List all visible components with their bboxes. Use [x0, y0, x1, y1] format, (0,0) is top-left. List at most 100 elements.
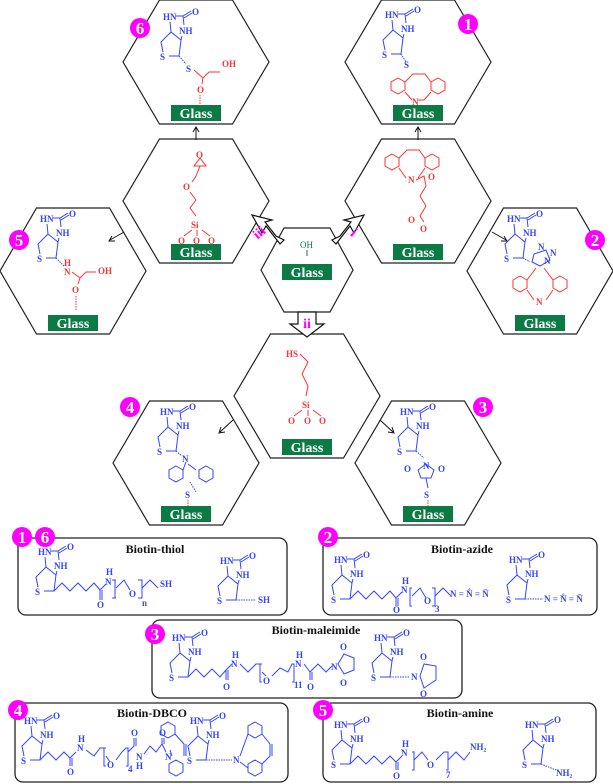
atom-o: O: [420, 689, 427, 699]
hex-6-biotin-thioether: S OH O: [159, 6, 236, 105]
atom-o: O: [223, 682, 230, 692]
atom-n: N: [411, 672, 418, 682]
number-badges: 6 1 5 2 4 3 1 6 2 3 4 5: [8, 14, 605, 720]
glass-label: Glass: [48, 315, 98, 332]
reagent-arrow-ii: ii: [288, 311, 326, 338]
hex-3-biotin-maleimide-adduct: N O O S: [396, 401, 445, 508]
glass-text: Glass: [412, 508, 445, 523]
box-title: Biotin-DBCO: [117, 706, 187, 720]
subscript-n: n: [142, 598, 147, 608]
atom-h: H: [402, 739, 409, 749]
atom-o: O: [408, 215, 415, 225]
atom-o: O: [107, 760, 114, 770]
glass-text: Glass: [57, 317, 90, 332]
glass-label: Glass: [282, 264, 332, 281]
reaction-arrows: [108, 126, 508, 434]
atom-o: O: [424, 596, 431, 606]
box-biotin-azide: Biotin-azide O H N O 3 N = N̊ = N̄ N = N…: [322, 537, 598, 616]
glass-text: Glass: [180, 246, 213, 261]
atom-n: N: [105, 577, 112, 587]
atom-oh: OH: [222, 59, 236, 69]
glass-text: Glass: [524, 317, 557, 332]
atom-o: O: [196, 150, 203, 160]
box-title: Biotin-azide: [431, 542, 494, 556]
atom-n: N: [64, 267, 71, 277]
atom-o: O: [178, 236, 185, 246]
atom-o: O: [340, 678, 347, 688]
glass-text: Glass: [180, 107, 213, 122]
box-title: Biotin-amine: [427, 706, 494, 720]
subscript-4: 4: [128, 764, 133, 774]
atom-s: S: [424, 490, 429, 500]
atom-h: H: [78, 734, 85, 744]
atom-s: S: [404, 60, 409, 70]
hex-dbco-ester: N O O O: [384, 149, 440, 234]
atom-n: N: [544, 256, 551, 266]
box-biotin-amine: Biotin-amine O H N O 7 NH₂ NH₂: [322, 702, 597, 783]
box-biotin-thiol: Biotin-thiol O H N O n SH SH: [17, 537, 288, 616]
reagent-arrow-iii: iii: [250, 214, 286, 245]
badge-6: 6: [41, 528, 50, 547]
atom-n: N: [165, 752, 172, 762]
box-biotin-dbco: Biotin-DBCO O H N O 4 O N H O N N: [14, 702, 289, 783]
glass-label: Glass: [171, 244, 221, 261]
atom-si: Si: [302, 400, 310, 410]
hex-thiol-silane-frame: [233, 333, 381, 459]
glass-text: Glass: [402, 107, 435, 122]
atom-o: O: [193, 236, 200, 246]
glass-text: Glass: [170, 508, 203, 523]
azide-group: N = N̊ = N̄: [544, 594, 583, 604]
atom-n: N: [550, 248, 557, 258]
glass-label: Glass: [161, 506, 211, 523]
badge-5: 5: [319, 701, 328, 720]
atom-o: O: [393, 605, 400, 615]
atom-o: O: [67, 767, 74, 777]
atom-o: O: [129, 589, 136, 599]
atom-n: N: [536, 297, 543, 307]
glass-text: Glass: [402, 246, 435, 261]
atom-h: H: [136, 761, 143, 771]
glass-label: Glass: [515, 315, 565, 332]
atom-o: O: [427, 760, 434, 770]
atom-n: N: [331, 662, 338, 672]
atom-o: O: [159, 728, 166, 738]
subscript-3: 3: [435, 604, 440, 614]
badge-4: 4: [14, 701, 23, 720]
badge-3: 3: [479, 398, 488, 417]
hex-2-frame: [466, 207, 613, 335]
atom-s: S: [186, 64, 191, 74]
atom-si: Si: [191, 220, 199, 230]
hexagon-frames: [0, 0, 613, 526]
atom-h: H: [106, 567, 113, 577]
hex-3-frame: [354, 400, 502, 526]
center-glass-oh: OH: [300, 240, 313, 256]
badge-1: 1: [18, 528, 27, 547]
hex-thiol-silane: HS Si O O O: [286, 349, 326, 426]
atom-o: O: [420, 652, 427, 662]
badge-2: 2: [324, 528, 333, 547]
glass-label: Glass: [403, 506, 453, 523]
atom-o: O: [304, 416, 311, 426]
atom-n: N: [231, 659, 238, 669]
atom-nh2: NH₂: [470, 742, 487, 752]
atom-o: O: [131, 728, 138, 738]
hex-1-biotin-dbco-thiol: S N: [381, 4, 446, 107]
azide-group: N = N̊ = N̄: [450, 589, 489, 599]
badge-2: 2: [591, 231, 600, 250]
atom-n: N: [233, 755, 240, 765]
hex-1-frame: [344, 0, 492, 125]
badge-6: 6: [136, 19, 145, 38]
atom-o: O: [197, 85, 204, 95]
atom-n: N: [401, 748, 408, 758]
atom-n: N: [77, 743, 84, 753]
atom-s: S: [185, 490, 190, 500]
atom-o: O: [183, 182, 190, 192]
badge-5: 5: [15, 231, 24, 250]
atom-h: H: [402, 576, 409, 586]
hex-epoxy-frame: [122, 138, 270, 264]
atom-o: O: [97, 600, 104, 610]
atom-o: O: [72, 285, 79, 295]
atom-sh: SH: [258, 595, 270, 605]
badge-1: 1: [464, 15, 473, 34]
atom-n: N: [401, 585, 408, 595]
